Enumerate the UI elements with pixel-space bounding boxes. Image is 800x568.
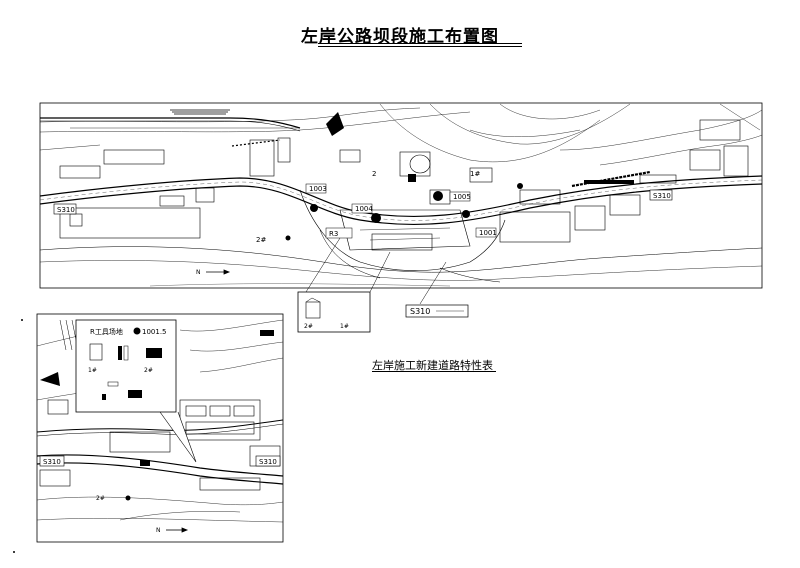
inset-callout-title: R工具场地: [90, 327, 123, 336]
north-arrow-inset: [166, 527, 189, 533]
north-text-inset: N: [156, 527, 161, 534]
inset-road-label-right: S310: [259, 458, 277, 466]
inset-road-label-left: S310: [43, 458, 61, 466]
road-label-left-box: [53, 203, 77, 215]
station-1005: 1005: [453, 193, 471, 201]
north-arrow-main: [206, 269, 231, 275]
station-1003: 1003: [309, 185, 327, 193]
road-label-right: S310: [653, 192, 671, 200]
facility-callout: 2# 1#: [297, 291, 371, 333]
inset-plan-marks: [40, 330, 274, 501]
title-underline-2: [318, 46, 522, 47]
callout-lines: [305, 237, 447, 305]
legend-title: 左岸施工新建道路特性表: [372, 359, 493, 372]
inset-plan: [36, 313, 284, 543]
main-plan: [39, 102, 763, 289]
road-label-left: S310: [57, 206, 75, 214]
inset-callout: R工具场地 1001.5 1# 2#: [75, 319, 197, 463]
site-label-b: 1#: [470, 170, 480, 178]
page-title: 左岸公路坝段施工布置图: [301, 27, 499, 47]
station-1001: 1001: [479, 229, 497, 237]
corner-mark: [13, 551, 15, 553]
svg-text:S310: S310: [410, 307, 430, 316]
inset-site-2: 2#: [144, 367, 153, 374]
title-underline: [318, 43, 522, 44]
north-text-main: N: [196, 269, 201, 276]
road-label-right-box: [649, 189, 673, 201]
label-r3: R3: [329, 230, 338, 238]
inset-site-1: 1#: [88, 367, 97, 374]
inset-callout-station: 1001.5: [142, 328, 167, 336]
road-label-center: S310: [405, 304, 469, 318]
facility-label-1: 1#: [340, 323, 349, 330]
facility-label-2: 2#: [304, 323, 313, 330]
legend-underline: [372, 371, 496, 372]
corner-mark-2: [21, 319, 23, 321]
inset-labels: S310 S310 2# N: [39, 455, 281, 534]
station-1004: 1004: [355, 205, 373, 213]
main-plan-labels: S310 S310 1003 1004 1005 1001 R3 2# 2 1#…: [53, 170, 673, 276]
inset-site-label: 2#: [96, 495, 105, 502]
site-label-2: 2: [372, 170, 376, 178]
site-label-a: 2#: [256, 236, 266, 244]
